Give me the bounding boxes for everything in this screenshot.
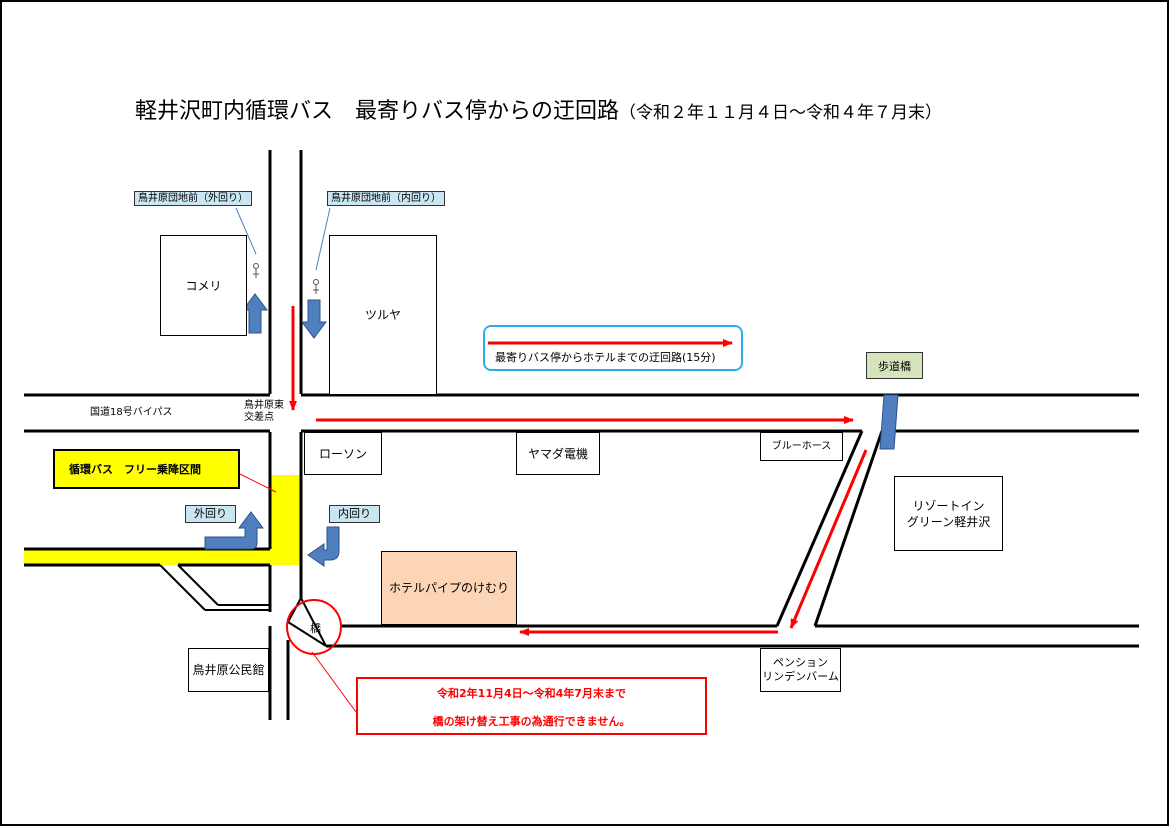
notice-line2: 橋の架け替え工事の為通行できません。 bbox=[432, 715, 631, 728]
inner-turn-arrow bbox=[307, 526, 340, 567]
outer-direction-label: 外回り bbox=[185, 505, 236, 523]
side-road bbox=[159, 564, 270, 611]
building-lawson: ローソン bbox=[304, 432, 382, 475]
pension-line1: ペンション bbox=[773, 656, 828, 669]
building-pension: ペンション リンデンバーム bbox=[760, 648, 841, 692]
building-bluehorse: ブルーホース bbox=[760, 432, 843, 461]
footbridge-marker bbox=[879, 394, 899, 450]
title-main: 軽井沢町内循環バス 最寄りバス停からの迂回路 bbox=[135, 99, 620, 124]
notice-line1: 令和2年11月4日～令和4年7月末まで bbox=[437, 687, 626, 700]
bus-stop-icon bbox=[313, 279, 319, 285]
inner-direction-label: 内回り bbox=[329, 505, 380, 523]
pension-line2: リンデンバーム bbox=[762, 670, 839, 683]
bus-direction-arrows bbox=[204, 293, 340, 567]
road-lines bbox=[24, 150, 1139, 720]
bridge bbox=[287, 597, 327, 647]
junction-line2: 交差点 bbox=[244, 412, 274, 423]
building-tsutaya: ツルヤ bbox=[329, 235, 437, 395]
legend-box: 最寄りバス停からホテルまでの迂回路(15分) bbox=[483, 325, 743, 371]
title-period: （令和２年１１月４日～令和４年７月末） bbox=[619, 103, 943, 123]
free-section-zone bbox=[24, 475, 300, 565]
bridge-label: 橋 bbox=[310, 622, 321, 635]
junction-label: 鳥井原東 交差点 bbox=[244, 400, 284, 424]
closure-notice: 令和2年11月4日～令和4年7月末まで 橋の架け替え工事の為通行できません。 bbox=[356, 677, 707, 735]
junction-line1: 鳥井原東 bbox=[244, 400, 284, 411]
resort-line2: グリーン軽井沢 bbox=[906, 514, 991, 529]
bus-stop-outer-label: 鳥井原団地前（外回り） bbox=[134, 191, 252, 206]
bus-stop-pointers bbox=[235, 207, 331, 271]
free-section-label: 循環バス フリー乗降区間 bbox=[53, 449, 240, 489]
route18-label: 国道18号バイパス bbox=[90, 407, 173, 418]
down-arrow-inner bbox=[301, 299, 327, 339]
detour-route bbox=[289, 306, 868, 636]
outer-turn-arrow bbox=[204, 511, 264, 550]
free-section-pointer bbox=[239, 473, 277, 493]
legend-route-text: 最寄りバス停からホテルまでの迂回路(15分) bbox=[495, 351, 716, 364]
bus-stop-icon bbox=[253, 263, 259, 269]
building-yamada: ヤマダ電機 bbox=[516, 432, 600, 475]
resort-line1: リゾートイン bbox=[912, 498, 985, 513]
building-hotel-destination: ホテルパイプのけむり bbox=[381, 551, 517, 625]
bus-stop-pole-icons bbox=[253, 263, 319, 294]
notice-pointer bbox=[311, 651, 357, 713]
building-community-hall: 鳥井原公民館 bbox=[188, 648, 269, 692]
map-title: 軽井沢町内循環バス 最寄りバス停からの迂回路（令和２年１１月４日～令和４年７月末… bbox=[135, 98, 942, 127]
up-arrow-outer bbox=[242, 293, 268, 334]
bus-stop-inner-label: 鳥井原団地前（内回り） bbox=[327, 191, 445, 206]
building-komeri: コメリ bbox=[160, 235, 247, 336]
footbridge-label: 歩道橋 bbox=[866, 352, 923, 379]
building-resort-inn: リゾートイン グリーン軽井沢 bbox=[894, 476, 1003, 551]
